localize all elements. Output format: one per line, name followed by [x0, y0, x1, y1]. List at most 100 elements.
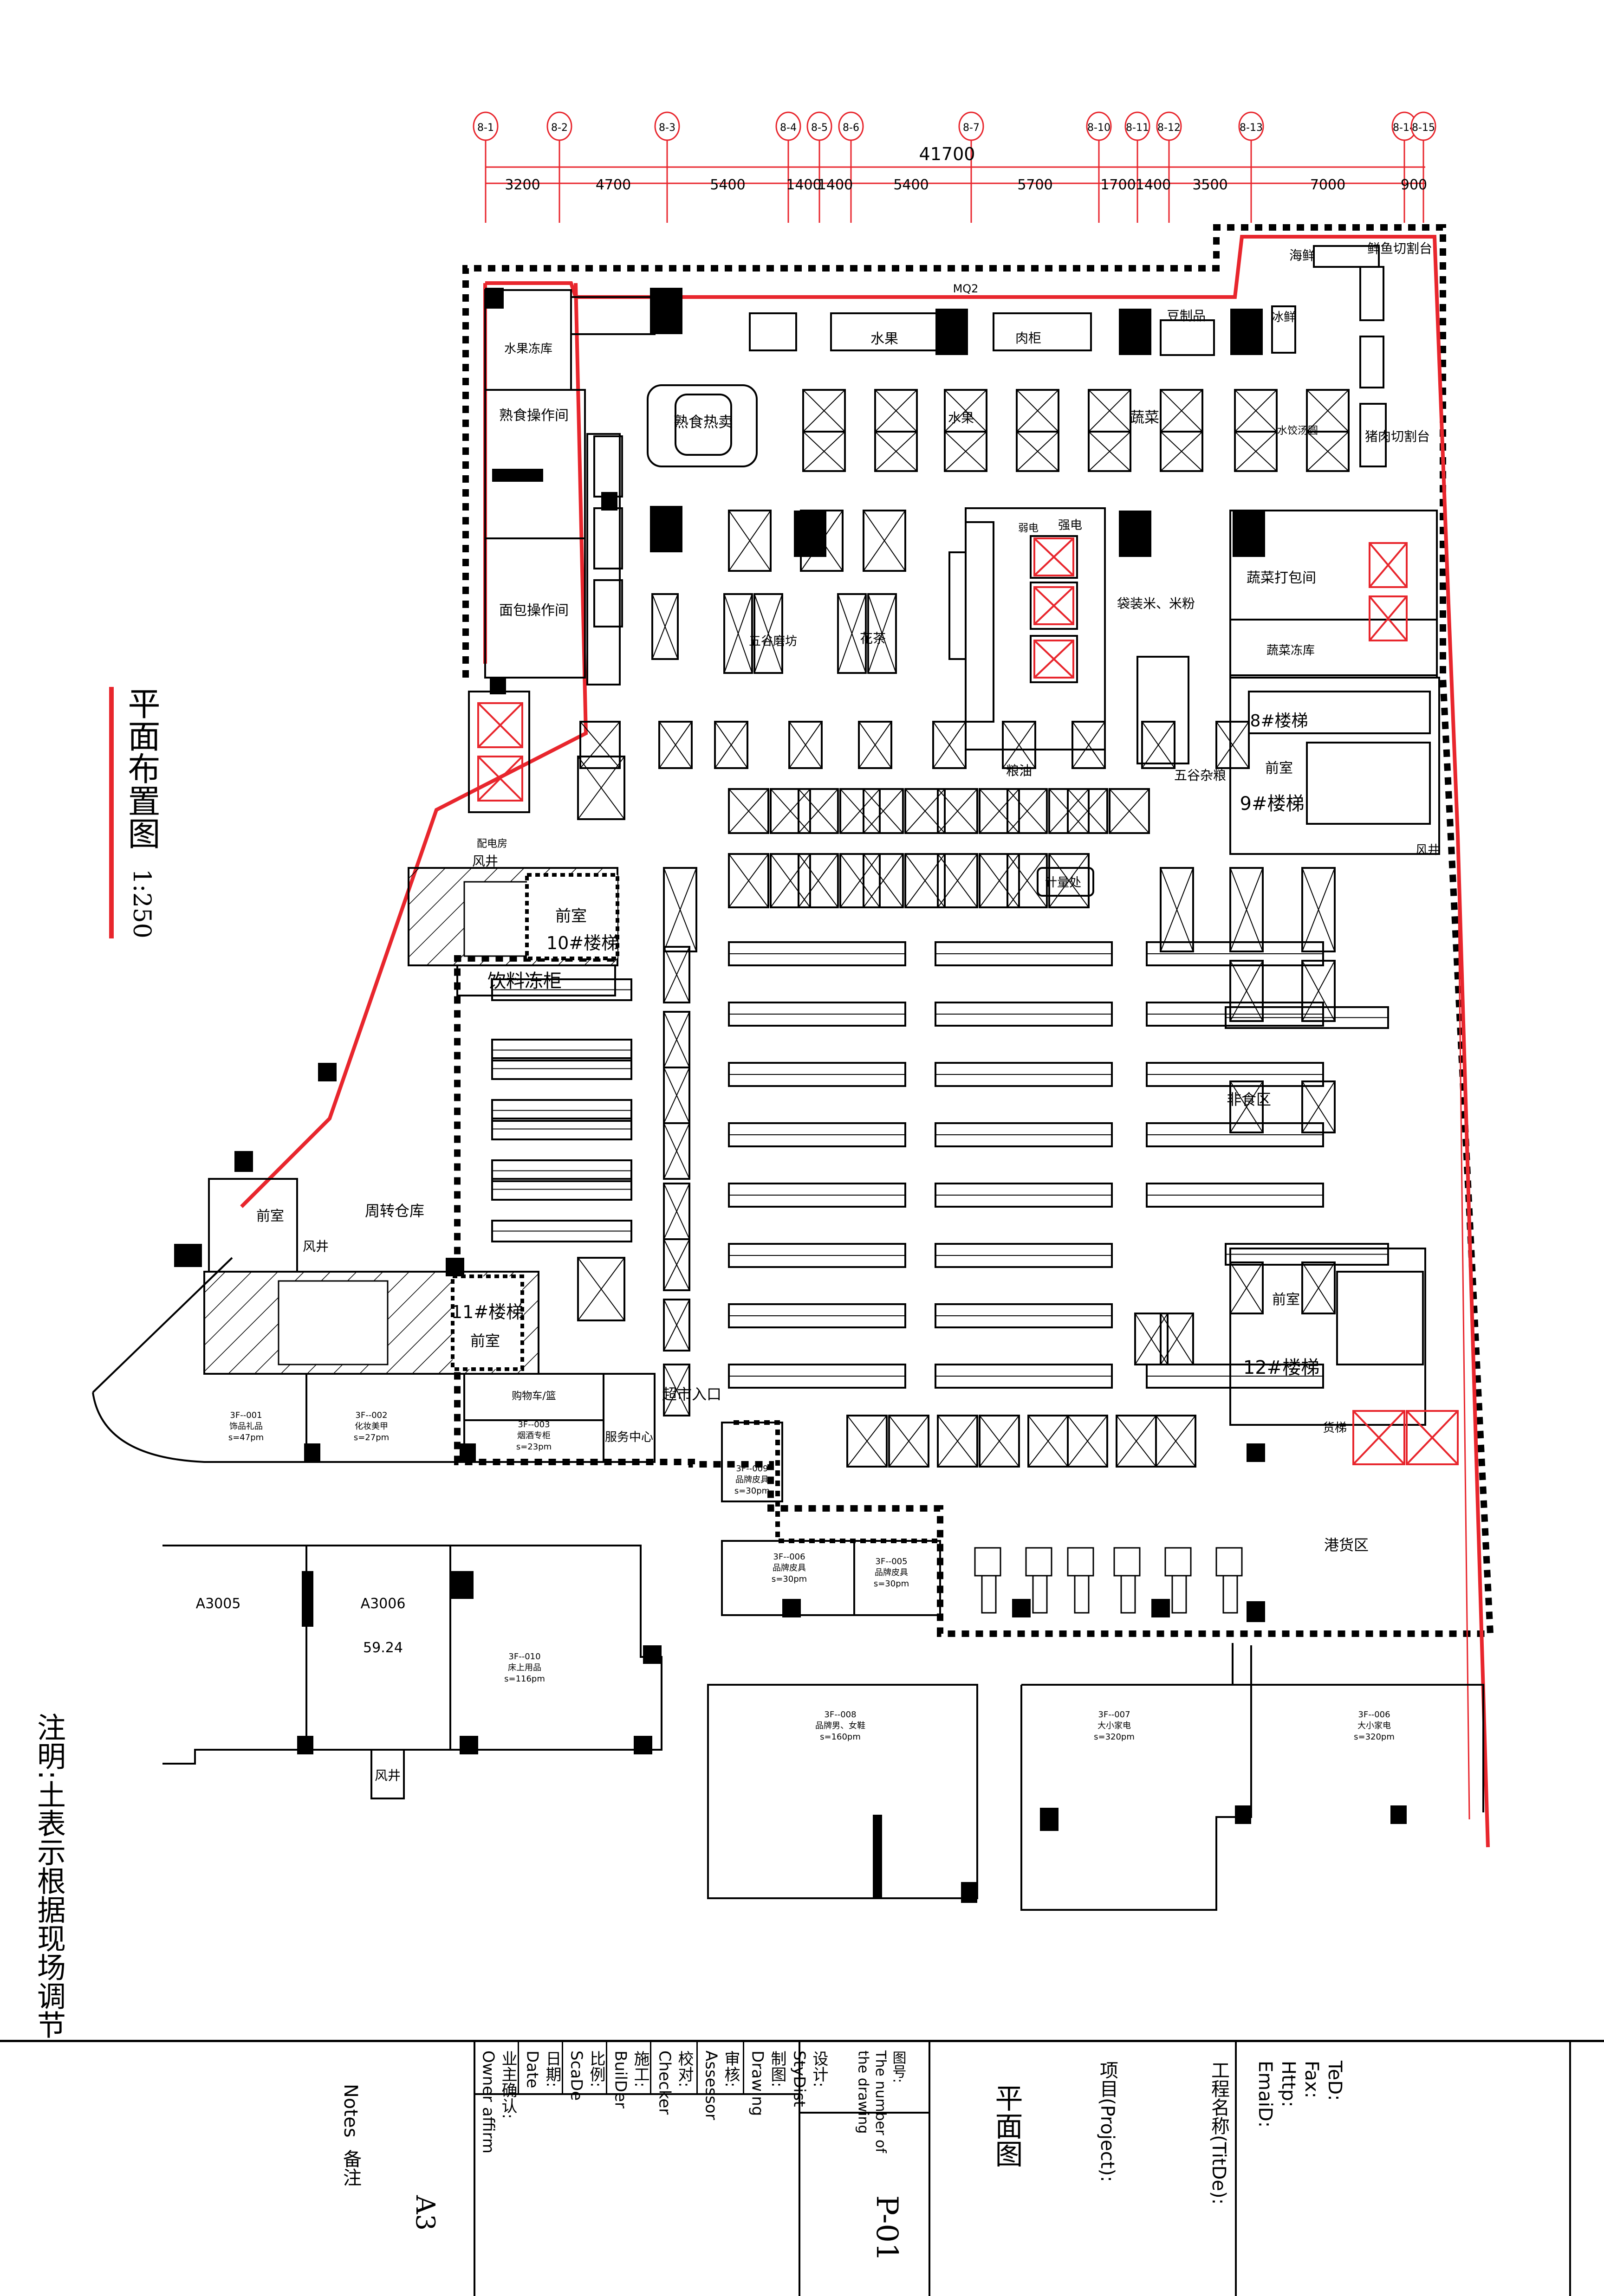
- display-case: [728, 788, 769, 834]
- display-case: [728, 853, 769, 908]
- display-case: [579, 721, 621, 769]
- display-case: [1306, 431, 1350, 472]
- display-case: [937, 853, 978, 908]
- dimension-value: 5400: [710, 177, 745, 193]
- display-case: [1301, 1261, 1336, 1314]
- label-fruit2: 水果: [948, 410, 974, 426]
- shop-label: 烟酒专柜: [517, 1431, 551, 1441]
- display-case: [904, 853, 946, 908]
- label-non-food: 非食区: [1227, 1091, 1271, 1108]
- shelf-rows: [491, 941, 1389, 1389]
- label-drink-freezer: 饮料冻柜: [487, 970, 562, 992]
- display-case: [802, 431, 846, 472]
- central-core: [948, 507, 1106, 750]
- axis-label: 8-7: [963, 122, 980, 134]
- label-fruit: 水果: [870, 331, 898, 347]
- label-fruit-freezer: 水果冻库: [504, 342, 552, 356]
- display-case: [770, 853, 811, 908]
- dim-total: 41700: [919, 144, 975, 164]
- tb-project: 项目(Project):: [1097, 2061, 1118, 2182]
- shop-label: 3F--006: [773, 1552, 805, 1562]
- label-weigh: 计量处: [1045, 876, 1081, 890]
- axis-label: 8-3: [659, 122, 675, 134]
- display-case: [944, 431, 987, 472]
- axis-label: 8-11: [1126, 122, 1149, 134]
- dimension-value: 4700: [596, 177, 631, 193]
- shop-label: s=30pm: [734, 1486, 770, 1496]
- stair-10-core: [408, 867, 619, 966]
- display-case: [1109, 788, 1150, 834]
- shop-label: s=47pm: [228, 1433, 264, 1442]
- display-case: [663, 1299, 690, 1352]
- axis-label: 8-13: [1240, 122, 1263, 134]
- label-cooked-room: 熟食操作间: [499, 407, 569, 424]
- label-tofu: 豆制品: [1167, 308, 1206, 323]
- axis-label: 8-12: [1157, 122, 1181, 134]
- dimension-value: 5700: [1017, 177, 1052, 193]
- shop-label: s=30pm: [874, 1579, 909, 1589]
- display-case: [1301, 1080, 1336, 1133]
- display-case: [1155, 1415, 1196, 1468]
- display-case: [770, 788, 811, 834]
- display-case: [937, 788, 978, 834]
- checkout-counter: [1215, 1547, 1243, 1577]
- display-case: [979, 853, 1020, 908]
- checkout-counter: [1067, 1547, 1094, 1577]
- shop-label: 饰品礼品: [229, 1422, 263, 1431]
- checkout-counter: [1113, 1547, 1141, 1577]
- axis-label: 8-10: [1087, 122, 1110, 134]
- label-seafood: 海鲜: [1289, 248, 1315, 263]
- label-lift-a: 货梯: [1323, 1421, 1347, 1435]
- display-case: [1141, 721, 1175, 769]
- display-case: [1007, 788, 1048, 834]
- label-mq2: MQ2: [953, 282, 979, 295]
- label-misc-grain: 五谷杂粮: [1174, 768, 1226, 783]
- label-bread-room: 面包操作间: [499, 602, 569, 619]
- unit-a3006: A3006: [361, 1596, 406, 1612]
- tb-notes: Notes 备注: [340, 2084, 361, 2186]
- lower-unit-columns: [297, 1443, 1407, 1903]
- label-supermarket-entry: 超市入口: [662, 1385, 721, 1403]
- display-case: [888, 1415, 929, 1468]
- shop-label: s=23pm: [516, 1442, 552, 1452]
- display-case: [800, 510, 844, 572]
- columns-left: [485, 288, 1265, 694]
- shop-label: 3F--005: [875, 1557, 907, 1566]
- display-case: [577, 756, 625, 820]
- display-case: [788, 721, 823, 769]
- label-fish-cutting: 鲜鱼切割台: [1367, 241, 1432, 256]
- tb-date: 日期: Date: [523, 2050, 562, 2089]
- shop-label: s=27pm: [354, 1433, 389, 1442]
- shop-label: 3F--008: [824, 1710, 856, 1720]
- display-case: [663, 867, 697, 952]
- label-front-room-11a: 前室: [256, 1208, 284, 1224]
- label-pork-cut: 猪肉切割台: [1365, 429, 1430, 444]
- tb-drawing-name: 平面图: [990, 2084, 1023, 2167]
- label-cooked-hot: 熟食热卖: [674, 413, 733, 431]
- label-stair12: 12#楼梯: [1243, 1357, 1319, 1378]
- label-wind-well-r: 风井: [1416, 843, 1440, 857]
- stair-11-core: [203, 1178, 539, 1375]
- display-case: [1002, 721, 1036, 769]
- display-case: [651, 593, 679, 660]
- display-case: [753, 593, 783, 674]
- label-turnover: 周转仓库: [365, 1202, 424, 1220]
- display-case: [979, 788, 1020, 834]
- small-shops: [721, 1422, 941, 1616]
- display-case: [1007, 853, 1048, 908]
- shop-label: 化妆美甲: [355, 1422, 388, 1431]
- shop-label: 3F--001: [230, 1410, 262, 1420]
- axis-label: 8-5: [811, 122, 828, 134]
- shop-label: 品牌男、女鞋: [815, 1721, 865, 1731]
- dimension-value: 1700: [1100, 177, 1136, 193]
- label-service: 服务中心: [605, 1430, 653, 1444]
- unit-a3006-area: 59.24: [363, 1640, 403, 1656]
- label-veg-pack: 蔬菜打包间: [1247, 570, 1316, 586]
- shop-label: 3F--007: [1098, 1710, 1130, 1720]
- right-rooms: [1229, 510, 1440, 1426]
- dimension-value: 7000: [1310, 177, 1345, 193]
- unit-a3005: A3005: [196, 1596, 241, 1612]
- label-rice-bulk: 袋装米、米粉: [1117, 596, 1195, 611]
